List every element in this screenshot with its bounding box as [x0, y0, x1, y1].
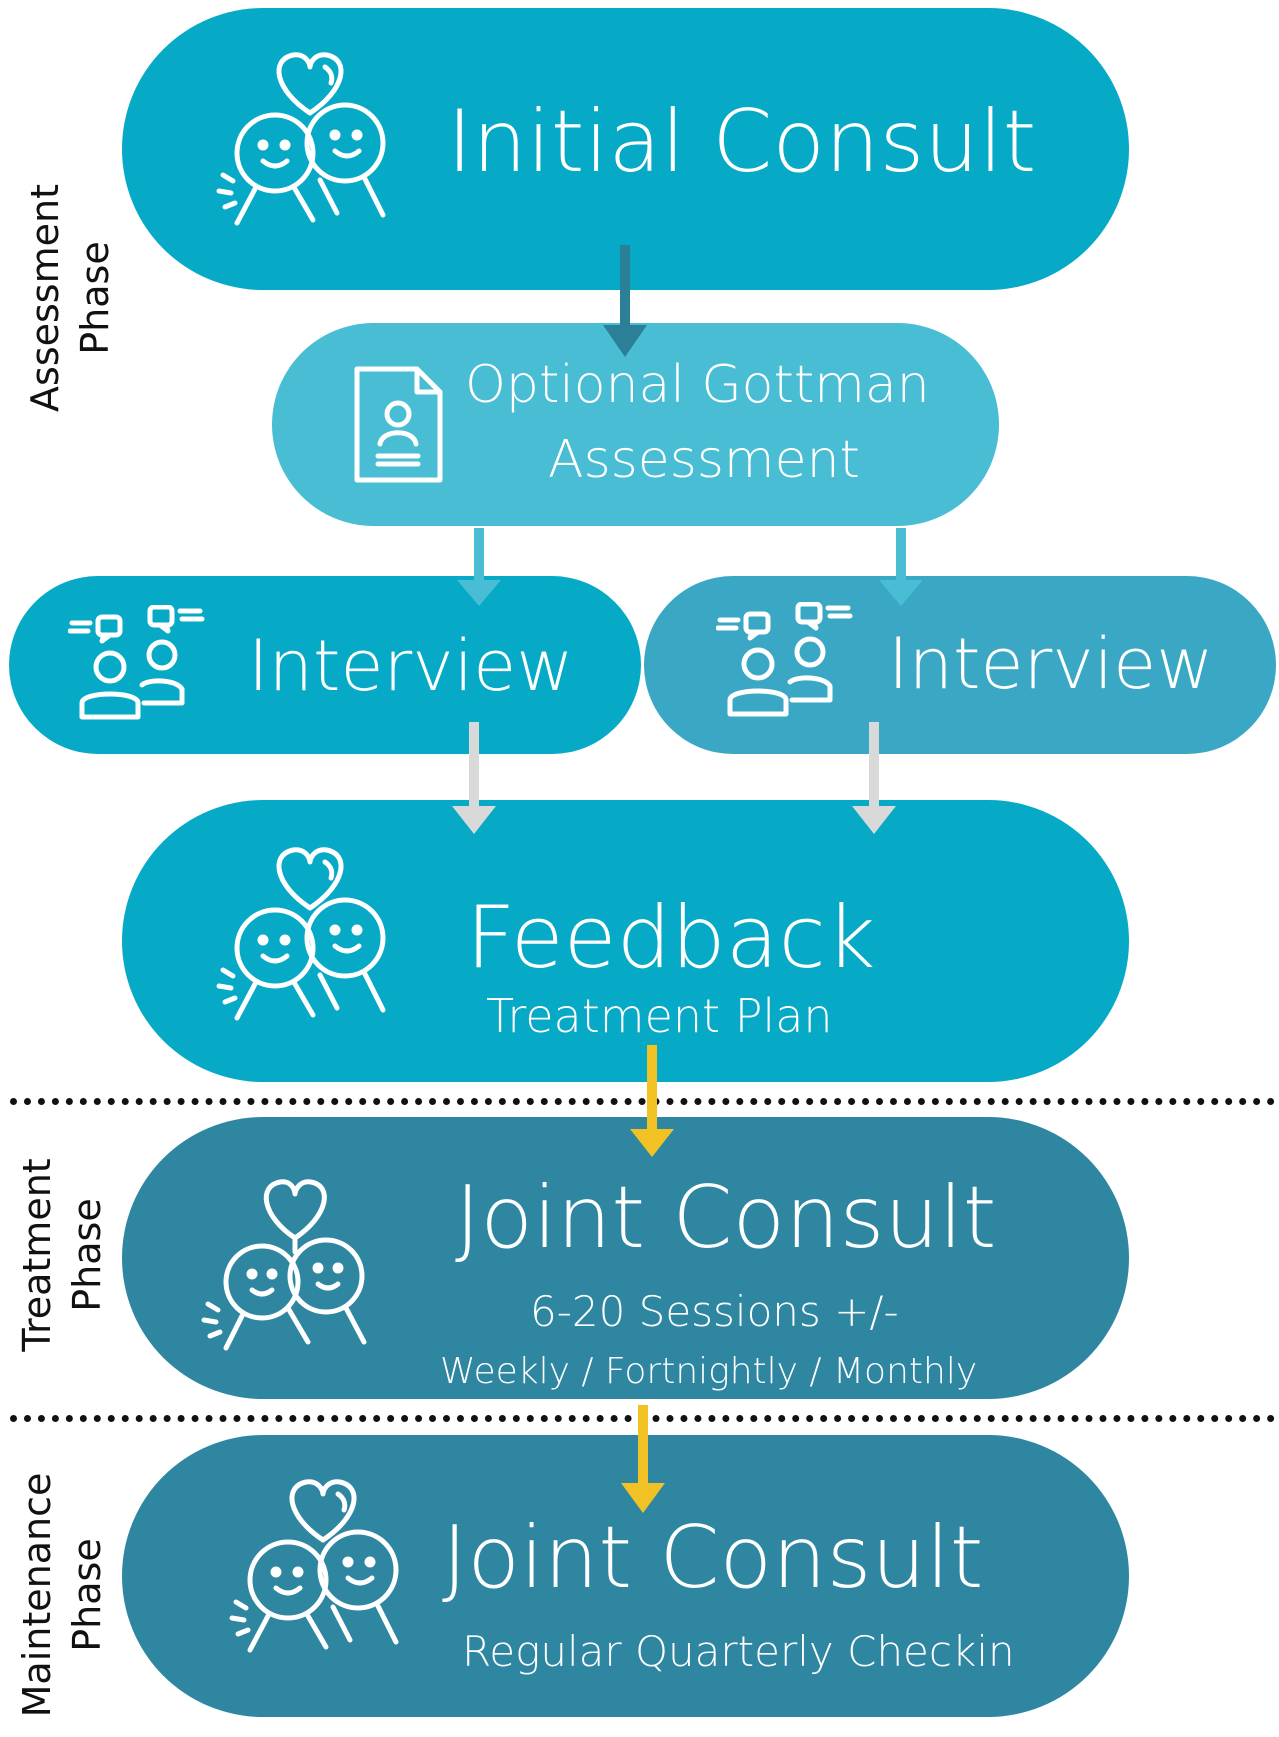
joint-consult-maintenance-subtitle: Regular Quarterly Checkin — [462, 1627, 1015, 1676]
couple-heart-icon — [215, 840, 405, 1025]
joint-consult-maintenance-title: Joint Consult — [442, 1508, 984, 1608]
maintenance-phase-label: Maintenance Phase — [12, 1473, 112, 1718]
arrow-joint-treatment-to-maintenance — [621, 1405, 665, 1513]
feedback-subtitle: Treatment Plan — [486, 989, 833, 1043]
couple-heart-icon — [215, 45, 405, 230]
interview-right-title: Interview — [888, 623, 1214, 705]
joint-consult-maintenance-node — [122, 1435, 1129, 1717]
assessment-phase-line1: Assessment — [23, 184, 67, 412]
two-people-chat-icon — [68, 605, 208, 725]
couple-heart-icon — [228, 1472, 418, 1657]
arrow-feedback-to-joint-treatment — [630, 1045, 674, 1157]
arrow-gottman-to-interview-right — [879, 528, 923, 606]
interview-left-title: Interview — [248, 625, 574, 707]
interview-left-node — [9, 576, 641, 754]
initial-consult-title: Initial Consult — [447, 92, 1037, 192]
interview-right-node — [644, 576, 1276, 754]
arrow-initial-to-gottman — [603, 245, 647, 357]
gottman-assessment-line1: Optional Gottman — [465, 355, 930, 415]
maintenance-phase-line1: Maintenance — [15, 1472, 59, 1718]
arrow-interview-left-to-feedback — [452, 722, 496, 834]
joint-consult-treatment-sessions: 6-20 Sessions +/- — [530, 1287, 899, 1336]
two-people-chat-icon — [716, 602, 856, 722]
assessment-phase-label: Assessment Phase — [20, 184, 120, 412]
joint-consult-treatment-frequency: Weekly / Fortnightly / Monthly — [440, 1351, 978, 1392]
treatment-phase-divider — [10, 1098, 1275, 1105]
treatment-phase-line1: Treatment — [15, 1158, 59, 1352]
treatment-phase-label: Treatment Phase — [12, 1158, 112, 1351]
arrow-interview-right-to-feedback — [852, 722, 896, 834]
assessment-phase-line2: Phase — [73, 241, 117, 355]
arrow-gottman-to-interview-left — [457, 528, 501, 606]
joint-consult-treatment-title: Joint Consult — [455, 1168, 997, 1268]
document-person-icon — [352, 364, 447, 486]
treatment-phase-line2: Phase — [65, 1198, 109, 1312]
couple-hug-heart-icon — [200, 1170, 390, 1355]
maintenance-phase-line2: Phase — [65, 1538, 109, 1652]
feedback-title: Feedback — [466, 888, 876, 988]
gottman-assessment-line2: Assessment — [548, 430, 860, 490]
